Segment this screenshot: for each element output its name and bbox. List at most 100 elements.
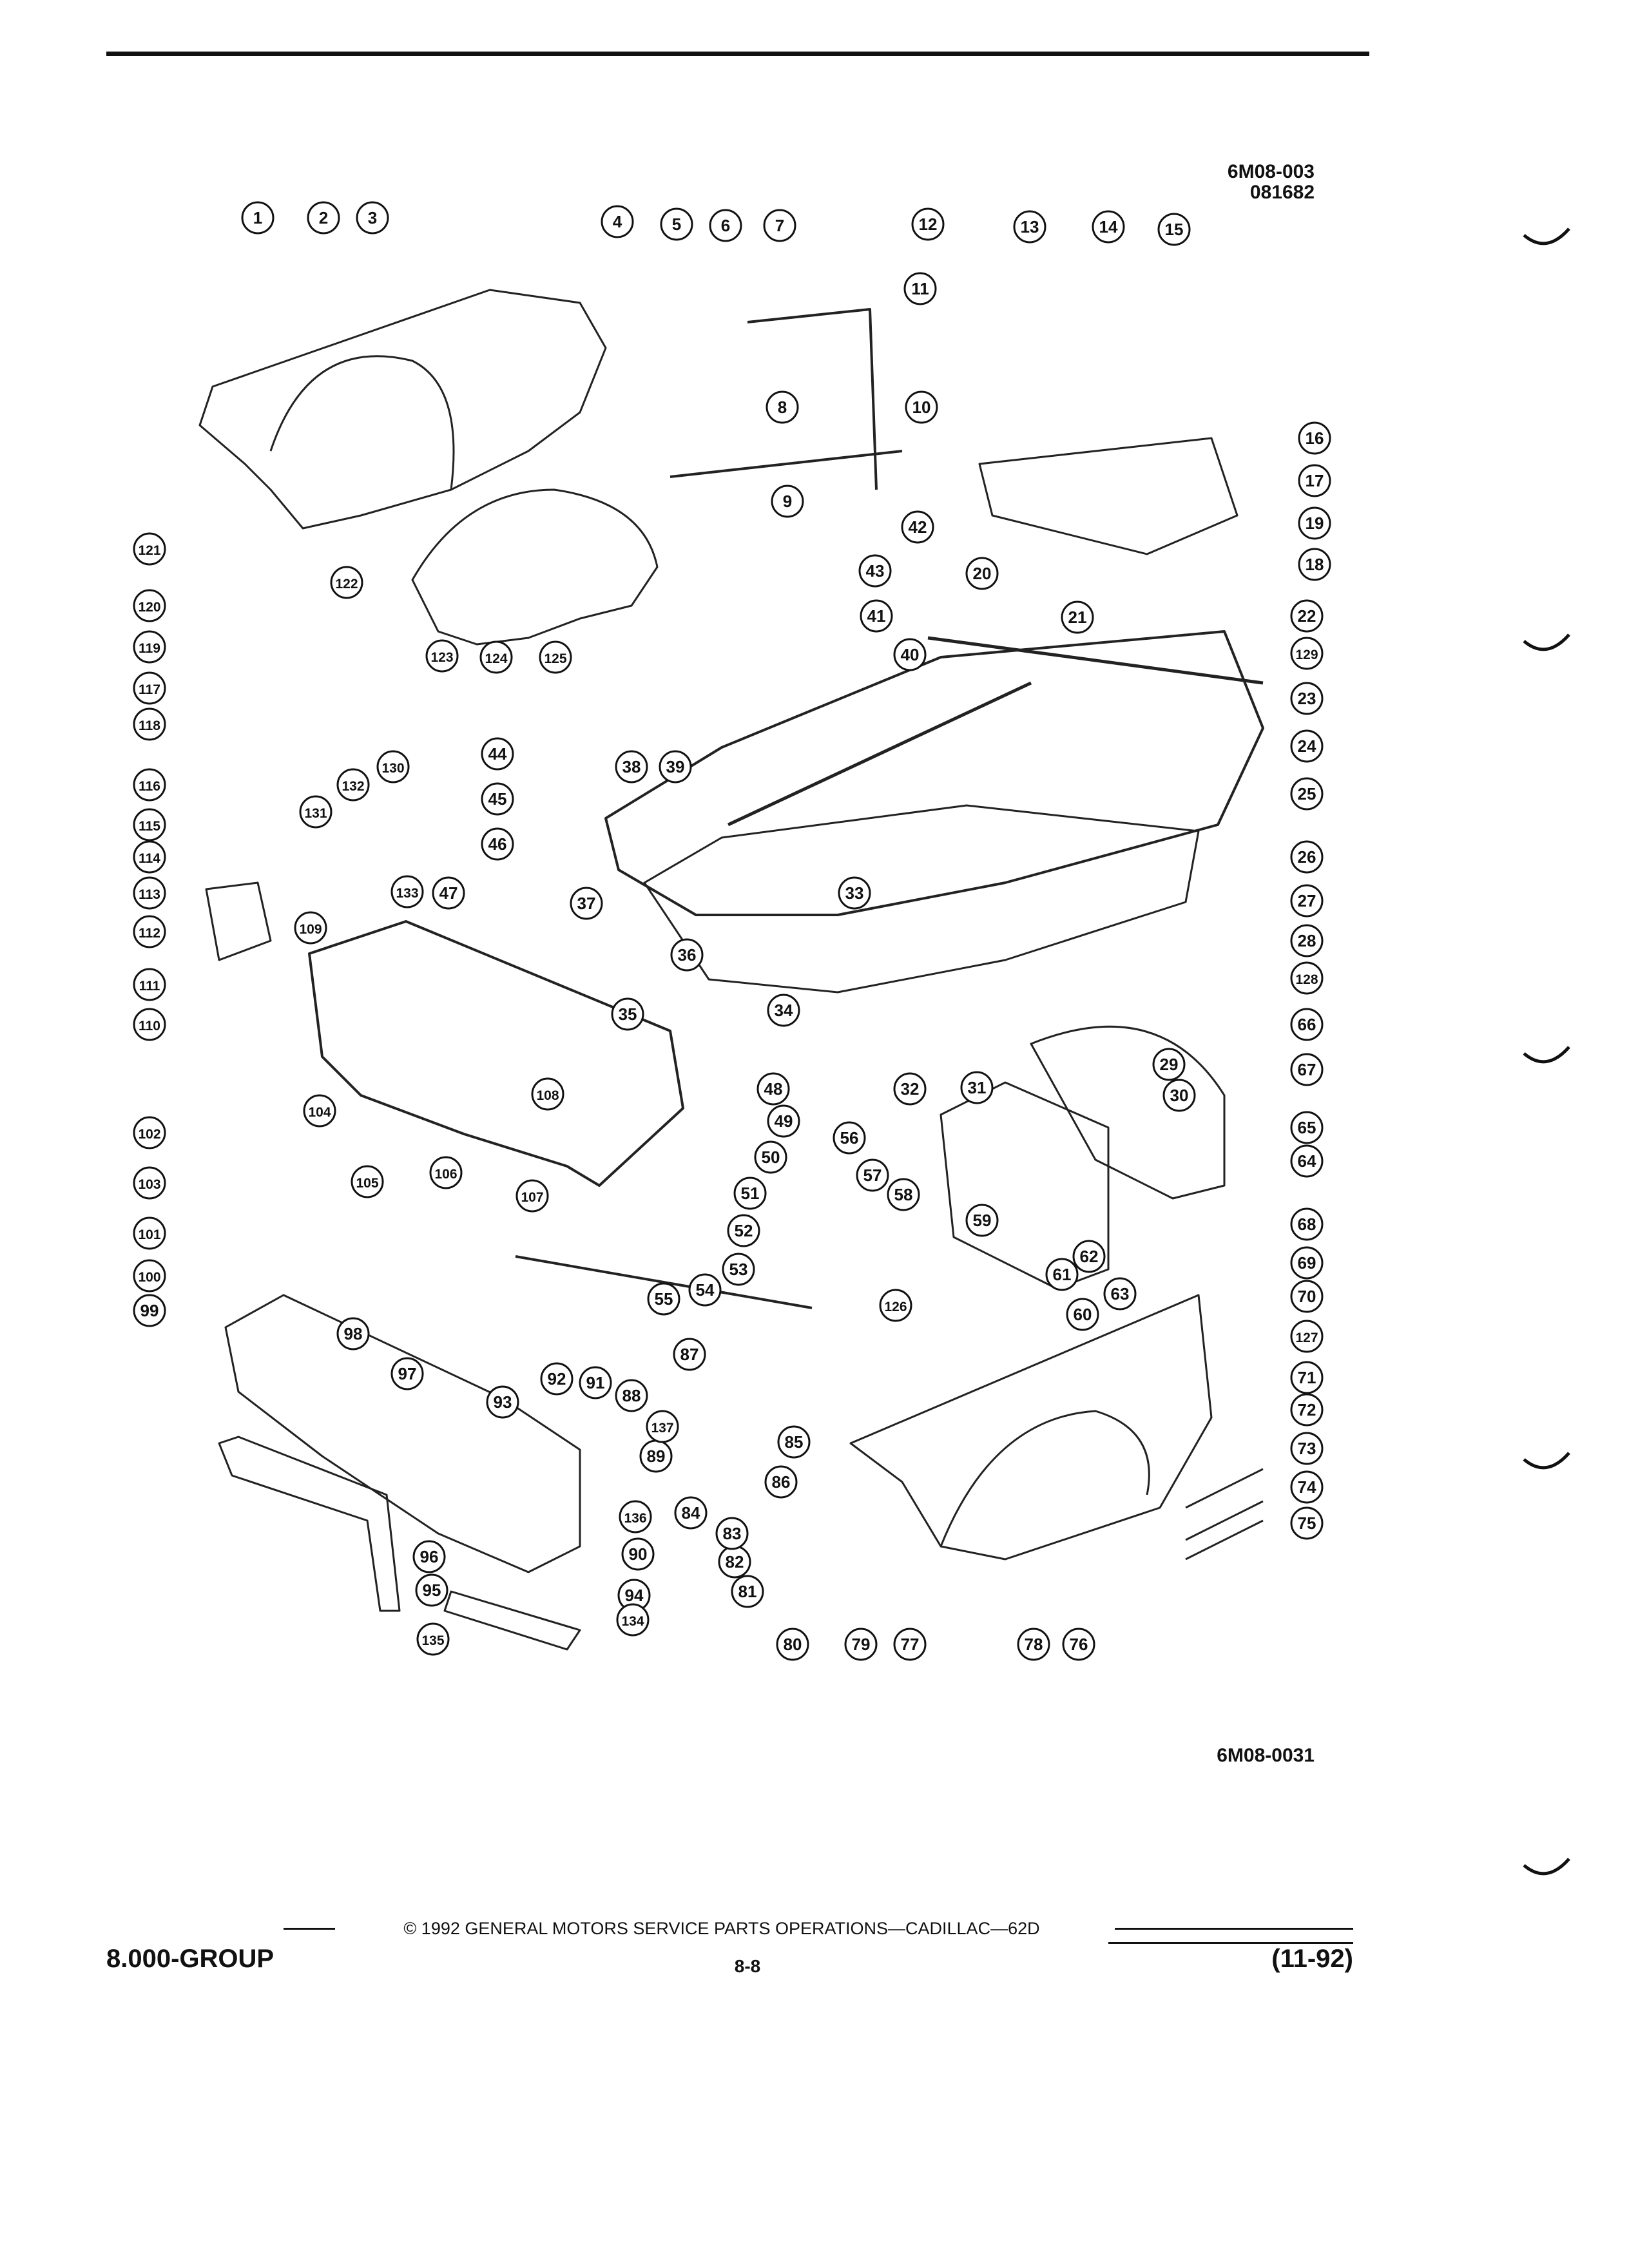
callout-number: 25 (1298, 784, 1316, 803)
footer-page-number: 8-8 (734, 1956, 761, 1976)
callout-circle (570, 887, 603, 920)
callout-40: 40 (893, 638, 927, 671)
callout-number: 105 (356, 1176, 378, 1191)
cowl-panel (978, 437, 1239, 555)
callout-114: 114 (133, 840, 166, 874)
callout-number: 80 (784, 1635, 802, 1654)
callout-number: 12 (919, 215, 938, 234)
callout-128: 128 (1290, 961, 1324, 995)
callout-circle (241, 201, 275, 235)
callout-circle (351, 1165, 384, 1198)
callout-58: 58 (887, 1178, 920, 1211)
callout-circle (615, 750, 648, 783)
binder-mark-5 (1523, 1858, 1570, 1876)
callout-number: 62 (1080, 1247, 1099, 1266)
callout-31: 31 (960, 1071, 994, 1104)
callout-circle (1290, 777, 1324, 811)
callout-number: 77 (901, 1635, 920, 1654)
callout-122: 122 (330, 566, 363, 599)
callout-number: 51 (741, 1184, 760, 1203)
callout-circle (1290, 884, 1324, 918)
callout-1: 1 (241, 201, 275, 235)
callout-number: 67 (1298, 1060, 1316, 1079)
binder-mark-1 (1523, 227, 1570, 245)
callout-number: 81 (738, 1582, 757, 1601)
callout-125: 125 (539, 640, 572, 674)
callout-circle (860, 599, 893, 633)
callout-number: 40 (901, 645, 920, 664)
callout-47: 47 (432, 876, 465, 910)
callout-circle (1290, 1246, 1324, 1280)
callout-66: 66 (1290, 1008, 1324, 1041)
callout-circle (1290, 1207, 1324, 1241)
callout-number: 129 (1295, 648, 1318, 662)
callout-number: 137 (651, 1421, 673, 1436)
front-bumper-lower (218, 1436, 401, 1612)
callout-circle (336, 768, 370, 802)
callout-circle (879, 1289, 912, 1322)
callout-number: 78 (1025, 1635, 1043, 1654)
callout-circle (1290, 1144, 1324, 1178)
callout-number: 120 (138, 600, 160, 615)
callout-circle (965, 1204, 999, 1237)
callout-134: 134 (616, 1603, 650, 1637)
callout-118: 118 (133, 707, 166, 741)
callout-number: 18 (1306, 555, 1324, 574)
callout-circle (757, 1072, 790, 1106)
callout-number: 10 (912, 398, 931, 417)
callout-circle (1162, 1079, 1196, 1112)
callout-circle (709, 209, 742, 242)
callout-12: 12 (911, 207, 945, 241)
callout-83: 83 (715, 1517, 749, 1550)
callout-circle (616, 1603, 650, 1637)
callout-25: 25 (1290, 777, 1324, 811)
callout-number: 48 (764, 1079, 783, 1099)
callout-109: 109 (294, 911, 327, 945)
callout-number: 22 (1298, 606, 1316, 626)
callout-127: 127 (1290, 1320, 1324, 1353)
callout-52: 52 (727, 1214, 760, 1247)
callout-circle (733, 1177, 767, 1210)
callout-number: 6 (721, 216, 730, 235)
callout-33: 33 (838, 876, 871, 910)
callout-number: 82 (726, 1552, 744, 1571)
hood-prop-rod (670, 450, 903, 478)
callout-circle (1290, 1506, 1324, 1540)
callout-number: 13 (1021, 217, 1039, 236)
callout-circle (893, 1628, 927, 1661)
figure-code: 6M08-0031 (1217, 1745, 1315, 1766)
callout-116: 116 (133, 768, 166, 802)
callout-circle (1092, 210, 1125, 244)
callout-number: 114 (139, 851, 160, 866)
callout-circle (416, 1622, 450, 1656)
washer-reservoir (205, 881, 272, 961)
callout-number: 36 (678, 945, 697, 965)
callout-81: 81 (731, 1575, 764, 1608)
callout-56: 56 (833, 1121, 866, 1155)
callout-number: 65 (1298, 1118, 1316, 1137)
callout-131: 131 (299, 795, 333, 829)
callout-circle (960, 1071, 994, 1104)
callout-circle (764, 1465, 798, 1499)
callout-96: 96 (412, 1540, 446, 1573)
callout-circle (1290, 924, 1324, 957)
right-fender (849, 1294, 1213, 1561)
callout-circle (481, 737, 514, 771)
callout-circle (299, 795, 333, 829)
callout-86: 86 (764, 1465, 798, 1499)
callout-number: 33 (845, 883, 864, 903)
callout-number: 41 (867, 606, 886, 626)
footer-rule-bottom (1108, 1942, 1353, 1944)
callout-circle (766, 390, 799, 424)
callout-circle (763, 209, 796, 242)
callout-circle (1290, 637, 1324, 670)
callout-32: 32 (893, 1072, 927, 1106)
callout-number: 4 (613, 212, 622, 231)
callout-97: 97 (390, 1357, 424, 1390)
callout-number: 59 (973, 1211, 992, 1230)
callout-30: 30 (1162, 1079, 1196, 1112)
callout-24: 24 (1290, 729, 1324, 763)
callout-circle (647, 1282, 680, 1316)
callout-circle (133, 808, 166, 841)
callout-54: 54 (688, 1273, 722, 1307)
